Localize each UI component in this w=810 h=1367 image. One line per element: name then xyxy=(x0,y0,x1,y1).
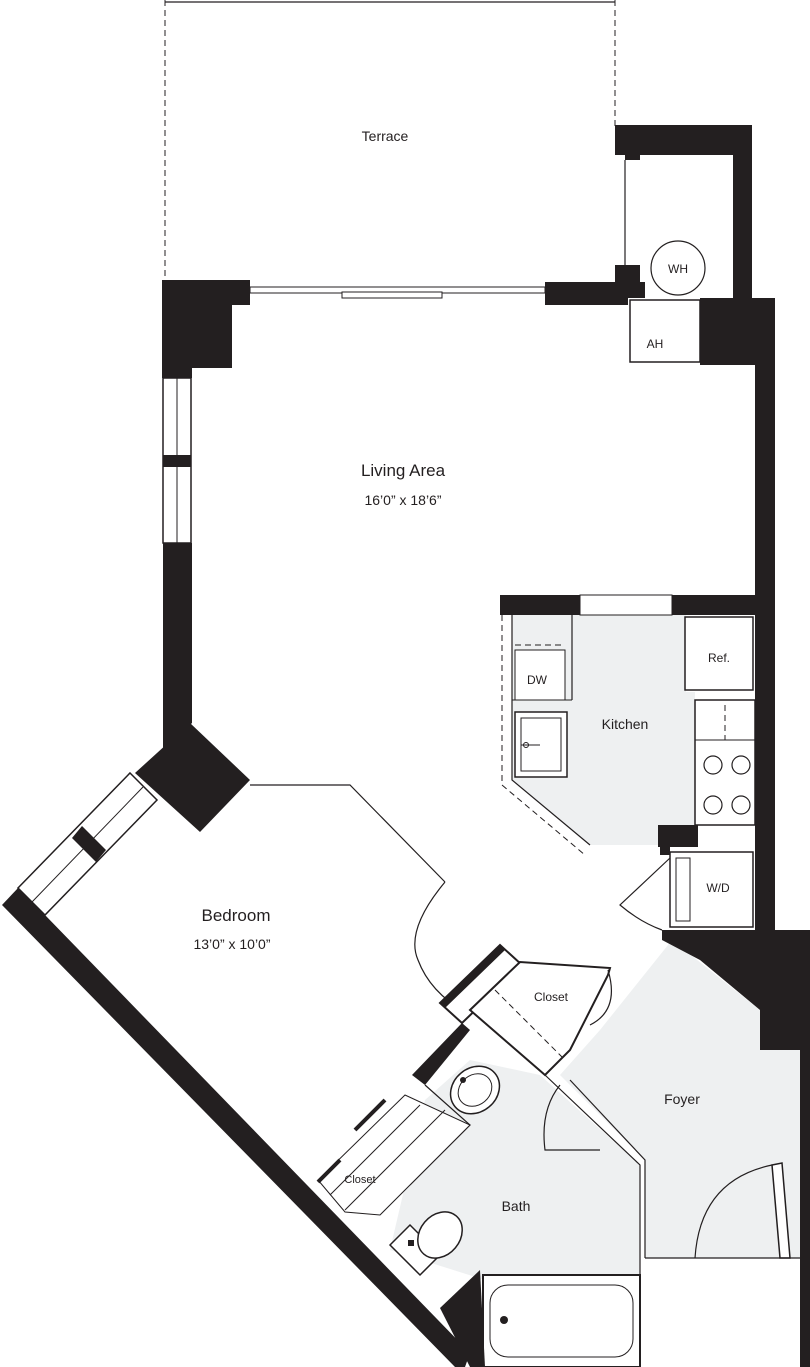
wall-kitchen-stub-end xyxy=(660,847,670,855)
bath-wall-right xyxy=(544,1074,641,1275)
refrigerator-label: Ref. xyxy=(708,651,730,665)
wall-bedroom-corner xyxy=(135,723,250,832)
bedroom-label: Bedroom xyxy=(202,906,271,925)
wall-foyer-right xyxy=(800,1050,810,1367)
closet-hall: Closet xyxy=(438,943,612,1077)
toilet xyxy=(388,1211,463,1277)
foyer-label: Foyer xyxy=(664,1091,700,1107)
dishwasher: DW xyxy=(514,649,566,701)
wall-wh-closet xyxy=(615,125,752,298)
door-swing-bath xyxy=(543,1084,600,1151)
wall-wh-block xyxy=(545,265,645,305)
dishwasher-label: DW xyxy=(527,673,548,687)
wall-diagonal xyxy=(2,888,470,1367)
entry-door xyxy=(645,1162,800,1259)
foyer-floor xyxy=(560,940,800,1258)
kitchen-label: Kitchen xyxy=(602,716,649,732)
closet-hall-label: Closet xyxy=(534,990,569,1004)
window-left xyxy=(162,377,192,544)
refrigerator: Ref. xyxy=(684,616,754,691)
foyer-wall-left xyxy=(569,1079,646,1258)
bathtub xyxy=(482,1274,641,1367)
burner-icon xyxy=(731,795,751,815)
bedroom-wall-top xyxy=(250,784,446,883)
water-heater: WH xyxy=(650,240,706,296)
water-heater-icon xyxy=(650,240,706,296)
wall-bath-bottom xyxy=(440,1270,485,1367)
living-area-dimensions: 16’0” x 18’6” xyxy=(364,492,441,508)
living-area-label: Living Area xyxy=(361,461,446,480)
burner-icon xyxy=(703,795,723,815)
bedroom-dimensions: 13’0” x 10’0” xyxy=(193,936,270,952)
range xyxy=(694,699,756,826)
wall-foyer-corner xyxy=(662,930,810,1050)
air-handler-label: AH xyxy=(647,337,664,351)
wall-top-left xyxy=(162,280,250,378)
bath-label: Bath xyxy=(502,1198,531,1214)
wall-kitchen-stub xyxy=(658,825,698,847)
kitchen-sink xyxy=(514,711,568,778)
sliding-door xyxy=(249,286,546,299)
wall-right xyxy=(700,298,775,930)
terrace-label: Terrace xyxy=(362,128,409,144)
kitchen-top-wall xyxy=(500,594,756,616)
air-handler: AH xyxy=(629,299,701,363)
wall-left xyxy=(163,543,192,750)
window-bedroom xyxy=(16,771,159,917)
washer-dryer: W/D xyxy=(669,851,754,928)
burner-icon xyxy=(731,755,751,775)
water-heater-label: WH xyxy=(668,262,688,276)
closet-bedroom: Closet xyxy=(316,1094,471,1216)
bath-sink xyxy=(449,1065,501,1115)
washer-dryer-label: W/D xyxy=(706,881,730,895)
door-swing-wd xyxy=(619,857,671,931)
bath-wall-left xyxy=(412,1023,470,1085)
door-swing-closet xyxy=(589,969,612,1026)
burner-icon xyxy=(703,755,723,775)
closet-bedroom-label: Closet xyxy=(344,1174,375,1186)
